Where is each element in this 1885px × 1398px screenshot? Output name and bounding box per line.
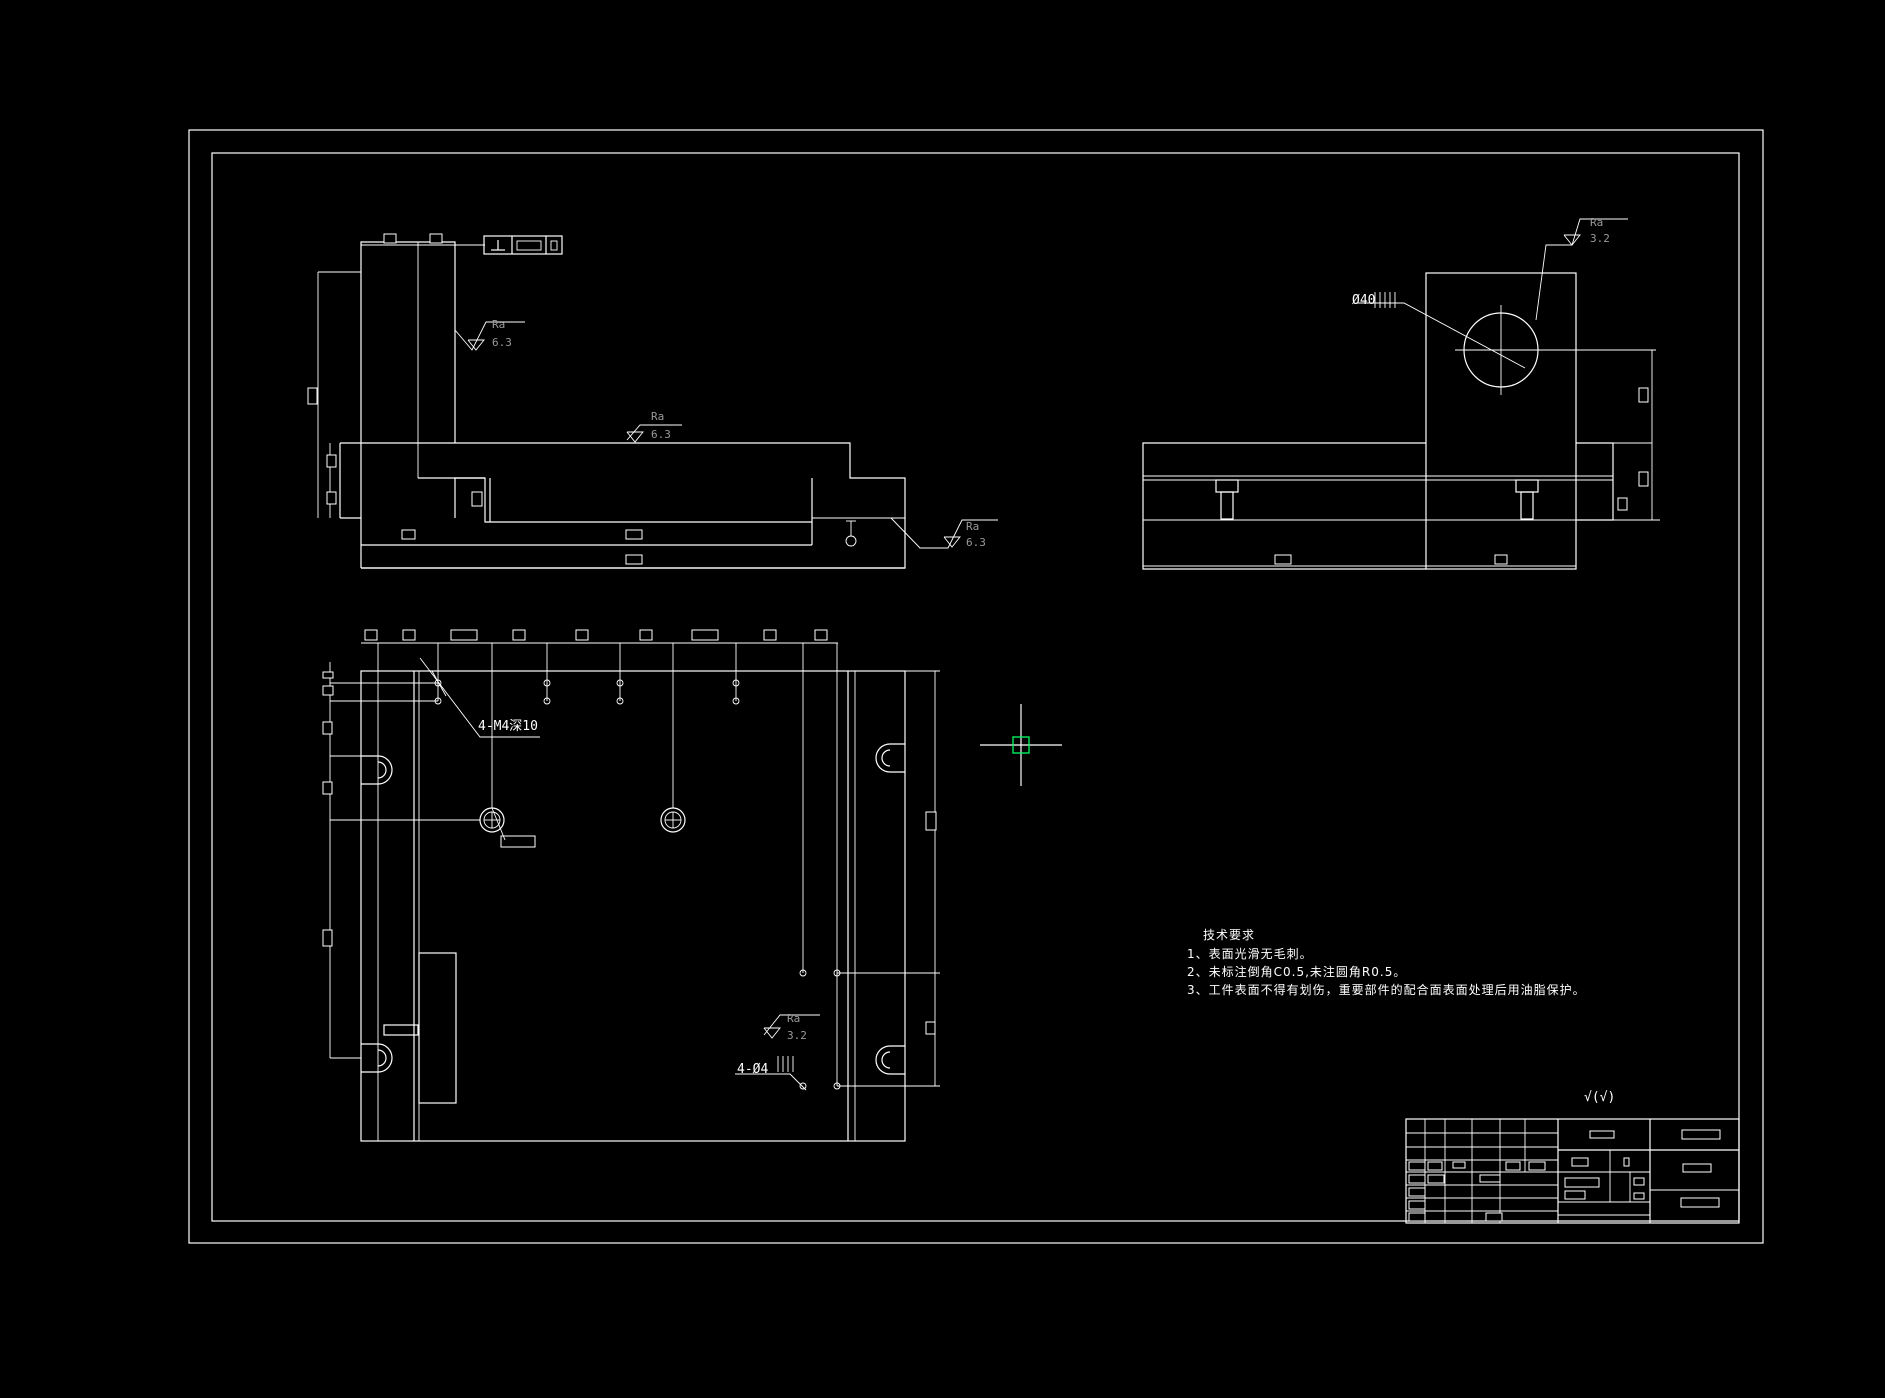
roughness-value-side: 3.2 — [1590, 232, 1610, 245]
other-roughness-symbol: √(√) — [1584, 1090, 1615, 1105]
roughness-ra-front-1: Ra — [492, 318, 505, 331]
dimension-drill-holes: 4-Ø4 — [737, 1062, 768, 1077]
roughness-ra-side: Ra — [1590, 216, 1603, 229]
inner-sheet-border — [211, 152, 1740, 1222]
front-view — [307, 233, 998, 569]
roughness-ra-front-3: Ra — [966, 520, 979, 533]
tech-req-item-2: 2、未标注倒角C0.5,未注圆角R0.5。 — [1187, 964, 1406, 979]
tech-req-item-1: 1、表面光滑无毛刺。 — [1187, 947, 1313, 961]
roughness-value-front-2: 6.3 — [651, 428, 671, 441]
roughness-value-top: 3.2 — [787, 1029, 807, 1042]
tech-req-item-3: 3、工件表面不得有划伤，重要部件的配合面表面处理后用油脂保护。 — [1187, 982, 1586, 997]
roughness-value-front-3: 6.3 — [966, 536, 986, 549]
roughness-value-front-1: 6.3 — [492, 336, 512, 349]
roughness-ra-top: Ra — [787, 1012, 800, 1025]
side-view — [1142, 218, 1660, 570]
dimension-diameter-40: Ø40 — [1352, 293, 1375, 308]
outer-sheet-border — [188, 129, 1764, 1244]
roughness-ra-front-2: Ra — [651, 410, 664, 423]
tech-req-title: 技术要求 — [1203, 928, 1255, 942]
top-view — [322, 629, 940, 1142]
crosshair-cursor-icon — [980, 704, 1062, 786]
dimension-tapped-holes: 4-M4深10 — [478, 719, 538, 734]
title-block — [1405, 1118, 1740, 1224]
